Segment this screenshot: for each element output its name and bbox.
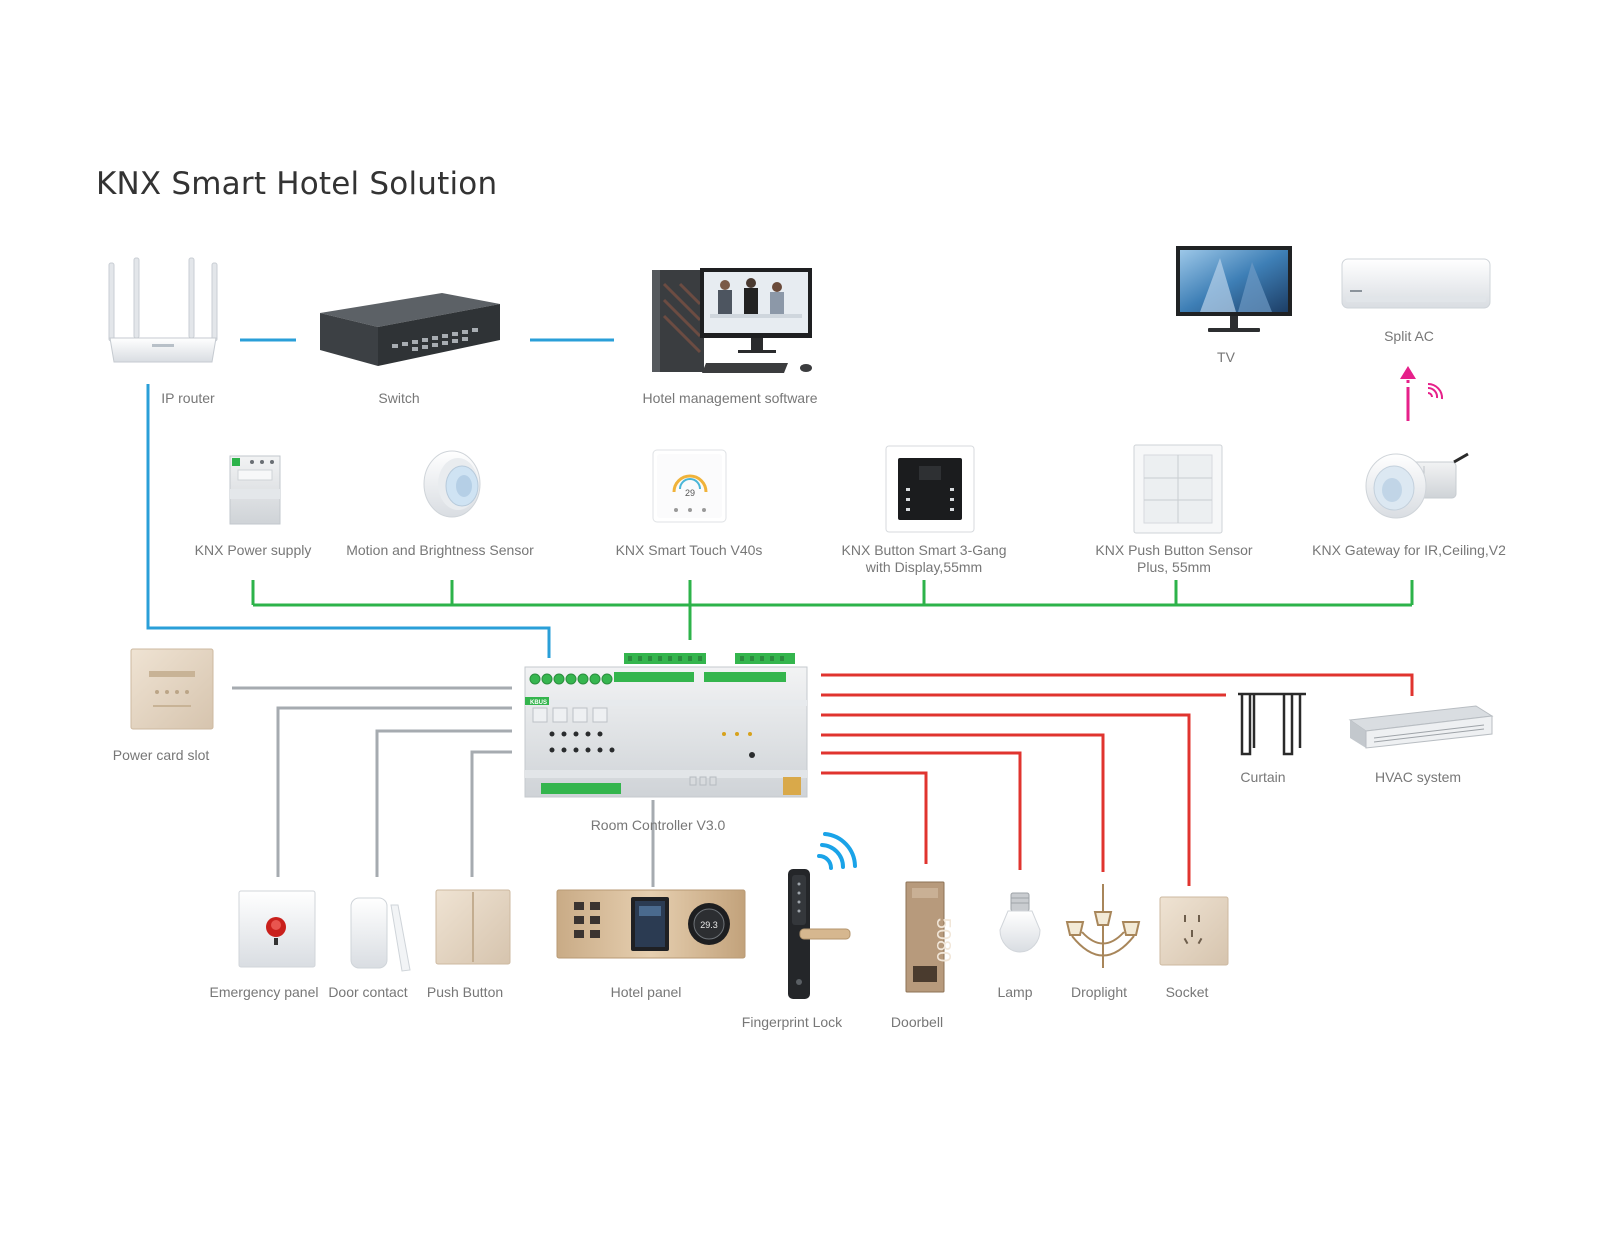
- label-hvac: HVAC system: [1374, 769, 1462, 785]
- output-lines: [821, 673, 1414, 886]
- label-smart-touch: KNX Smart Touch V40s: [615, 542, 763, 558]
- label-room-controller: Room Controller V3.0: [590, 817, 726, 833]
- socket-image: [1159, 896, 1229, 966]
- wifi-signal-icon: [817, 832, 857, 870]
- label-push-button-plus: KNX Push Button Sensor Plus, 55mm: [1095, 542, 1253, 575]
- fingerprint-lock-image: [788, 869, 851, 999]
- label-knx-power-supply: KNX Power supply: [194, 542, 312, 558]
- label-doorbell: Doorbell: [890, 1014, 944, 1030]
- lamp-image: [999, 892, 1041, 953]
- switch-image: [320, 293, 500, 366]
- label-lamp: Lamp: [997, 984, 1033, 1000]
- ip-network-lines: [146, 338, 614, 658]
- ir-wave-icon: [1427, 382, 1444, 400]
- label-tv: TV: [1217, 349, 1235, 365]
- label-socket: Socket: [1165, 984, 1209, 1000]
- label-hotel-software: Hotel management software: [642, 390, 818, 406]
- label-droplight: Droplight: [1070, 984, 1128, 1000]
- split-ac-image: [1341, 258, 1491, 309]
- hotel-panel-image: 29.3: [556, 889, 746, 959]
- label-button-smart: KNX Button Smart 3-Gang with Display,55m…: [841, 542, 1007, 575]
- label-door-contact: Door contact: [328, 984, 408, 1000]
- doorbell-number: 5080: [932, 918, 954, 963]
- emergency-panel-image: [238, 890, 316, 968]
- button-smart-image: [885, 445, 975, 533]
- push-button-image: [435, 889, 511, 965]
- label-ip-router: IP router: [161, 390, 215, 406]
- ir-signal: [1400, 366, 1444, 421]
- room-controller-image: KBUS: [524, 653, 808, 798]
- label-switch: Switch: [378, 390, 420, 406]
- knx-bus-lines: [251, 580, 1414, 640]
- panel-temp: 29.3: [700, 920, 718, 930]
- ir-gateway-image: [1365, 452, 1469, 519]
- input-lines: [232, 686, 655, 887]
- label-split-ac: Split AC: [1384, 328, 1434, 344]
- label-push-button: Push Button: [426, 984, 504, 1000]
- label-fingerprint-lock: Fingerprint Lock: [741, 1014, 843, 1030]
- power-card-slot-image: [130, 648, 214, 730]
- door-contact-image: [350, 897, 411, 972]
- tv-image: [1176, 246, 1292, 332]
- pc-image: [652, 268, 812, 373]
- smart-touch-image: 29: [652, 449, 727, 523]
- thermostat-temp: 29: [685, 488, 695, 498]
- doorbell-image: 5080: [905, 881, 954, 993]
- label-ir-gateway: KNX Gateway for IR,Ceiling,V2: [1312, 542, 1506, 558]
- droplight-image: [1065, 884, 1141, 968]
- motion-sensor-image: [423, 450, 481, 518]
- knx-power-supply-image: [229, 455, 281, 525]
- hvac-image: [1348, 705, 1494, 749]
- label-motion-sensor: Motion and Brightness Sensor: [346, 542, 534, 558]
- push-button-plus-image: [1133, 444, 1223, 534]
- label-emergency-panel: Emergency panel: [209, 984, 319, 1000]
- ip-router-image: [108, 257, 218, 363]
- controller-brand: KBUS: [530, 700, 547, 706]
- label-curtain: Curtain: [1240, 769, 1286, 785]
- curtain-image: [1238, 692, 1306, 756]
- page-title: KNX Smart Hotel Solution: [96, 166, 498, 202]
- label-power-card-slot: Power card slot: [112, 747, 210, 763]
- label-hotel-panel: Hotel panel: [610, 984, 682, 1000]
